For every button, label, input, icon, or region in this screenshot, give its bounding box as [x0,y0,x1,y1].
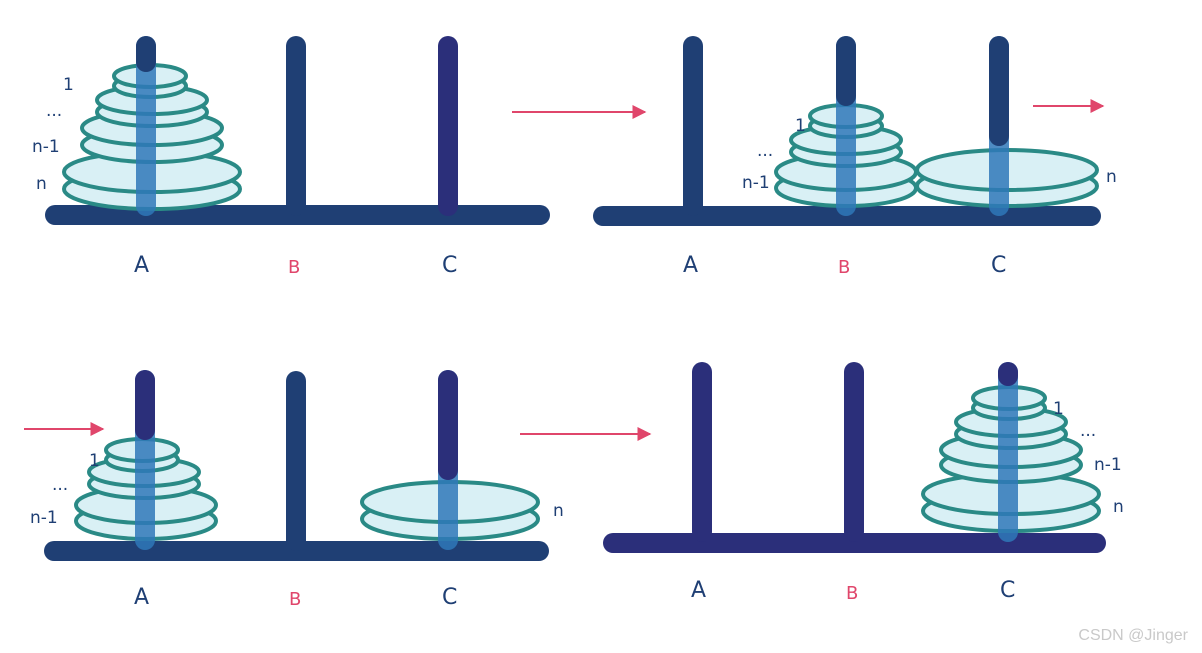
base [603,533,1106,553]
disk-label-1: 1 [1053,399,1064,419]
rod-label-b: B [288,257,300,278]
rod-label-c: C [442,585,457,610]
rod-b [286,36,306,216]
rod-label-c: C [442,253,457,278]
panel-3: 1 ... n-1 n A B C [30,370,564,610]
disk-label-n: n [1106,167,1117,187]
rod-a [683,36,703,216]
rod-label-b: B [846,583,858,604]
disk-label-dots: ... [46,101,62,121]
disk-label-n: n [36,174,47,194]
rod-label-c: C [991,253,1006,278]
disk-label-n-1: n-1 [32,137,60,157]
rod-label-a: A [683,253,698,278]
disk-label-1: 1 [795,116,806,136]
rod-a [692,362,712,542]
disk-label-n-1: n-1 [1094,455,1122,475]
panel-4: 1 ... n-1 n A B C [603,362,1124,604]
disk-label-1: 1 [89,451,100,471]
disk-label-dots: ... [52,475,68,495]
rod-label-a: A [134,585,149,610]
disk-label-n: n [1113,497,1124,517]
rod-label-b: B [289,589,301,610]
base [593,206,1101,226]
rod-c [438,36,458,216]
disk-label-dots: ... [1080,421,1096,441]
panel-1: 1 ... n-1 n A B C [32,36,550,278]
rod-b [286,371,306,551]
disk-label-n: n [553,501,564,521]
rod-c [998,362,1018,542]
disk-label-n-1: n-1 [30,508,58,528]
disk-label-dots: ... [757,141,773,161]
rod-b [844,362,864,542]
panel-2: 1 ... n-1 n A B C [593,36,1117,278]
rod-label-c: C [1000,578,1015,603]
disk-label-1: 1 [63,75,74,95]
rod-label-b: B [838,257,850,278]
rod-label-a: A [134,253,149,278]
rod-label-a: A [691,578,706,603]
base [44,541,549,561]
watermark: CSDN @Jinger [1078,627,1188,644]
disk-label-n-1: n-1 [742,173,770,193]
rod-a [136,36,156,216]
